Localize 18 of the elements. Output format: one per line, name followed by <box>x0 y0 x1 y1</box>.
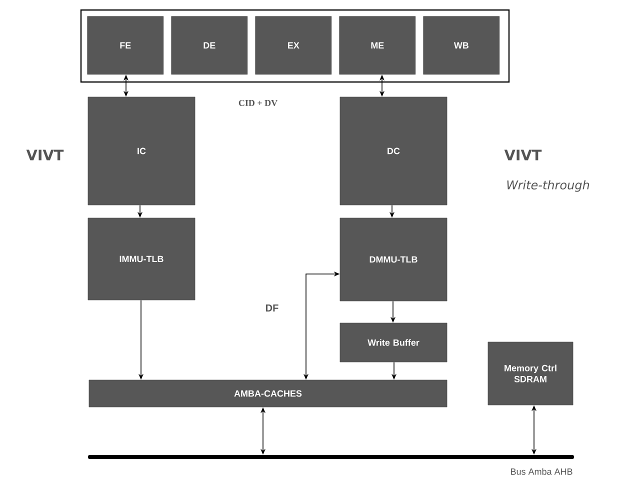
block-box: DMMU-TLB <box>340 218 448 302</box>
bus-label: Bus Amba AHB <box>511 468 572 475</box>
block-box: IMMU-TLB <box>88 218 196 300</box>
policy-label: Write-through <box>507 180 590 192</box>
stage-box: WB <box>423 16 500 75</box>
block-box: AMBA-CACHES <box>88 380 448 408</box>
edge-label: DF <box>266 304 278 312</box>
stage-box: FE <box>87 16 164 75</box>
stage-box: DE <box>171 16 248 75</box>
cache-type-label: VIVT <box>504 150 542 160</box>
stage-box: EX <box>255 16 332 75</box>
block-box: DC <box>340 96 448 206</box>
cache-type-label: VIVT <box>26 150 64 160</box>
block-box: Memory Ctrl SDRAM <box>488 342 574 406</box>
block-box: Write Buffer <box>340 322 448 362</box>
stage-box: ME <box>339 16 416 75</box>
signal-label: CID + DV <box>238 100 278 106</box>
block-box: IC <box>88 96 196 206</box>
